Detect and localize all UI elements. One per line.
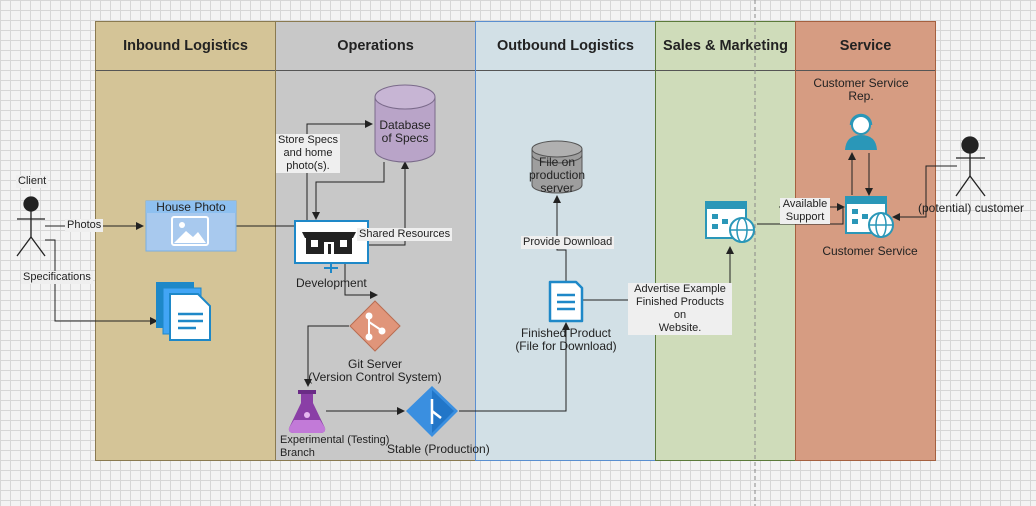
advertise-text: Advertise Example Finished Products on W… bbox=[634, 283, 726, 334]
stable-label: Stable (Production) bbox=[387, 442, 490, 456]
lane-title: Outbound Logistics bbox=[476, 22, 655, 71]
lane-title: Operations bbox=[276, 22, 475, 71]
available-support-text: Available Support bbox=[782, 198, 828, 223]
flask-icon[interactable] bbox=[288, 390, 326, 433]
customer-service-rep-label: Customer Service Rep. bbox=[806, 77, 916, 103]
shared-resources-edge-label: Shared Resources bbox=[357, 228, 453, 241]
edge-git-to-experimental[interactable] bbox=[304, 325, 349, 387]
customer-label: (potential) customer bbox=[918, 201, 1025, 215]
lane-sales-marketing: Sales & Marketing bbox=[655, 21, 796, 461]
development-label: Development bbox=[296, 276, 367, 290]
customer-actor-icon[interactable] bbox=[955, 136, 986, 197]
edge-store-specs[interactable] bbox=[306, 120, 373, 222]
finished-product-label: Finished Product (File for Download) bbox=[506, 327, 626, 353]
git-server-label: Git Server (Version Control System) bbox=[302, 358, 448, 384]
documents-icon[interactable] bbox=[156, 282, 211, 341]
customer-service-icon[interactable] bbox=[845, 196, 894, 238]
website-icon[interactable] bbox=[705, 201, 755, 243]
available-support-edge-label: Available Support bbox=[780, 198, 830, 224]
file-server-label: File on production server bbox=[528, 155, 586, 195]
development-node[interactable] bbox=[294, 220, 369, 273]
storefront-icon bbox=[302, 232, 356, 254]
edge-provide-download[interactable] bbox=[553, 195, 567, 281]
edge-website-to-service[interactable] bbox=[757, 208, 844, 225]
specifications-edge-label: Specifications bbox=[21, 271, 93, 284]
git-server-text: Git Server (Version Control System) bbox=[308, 357, 442, 384]
image-icon bbox=[171, 216, 209, 246]
database-cylinder[interactable] bbox=[374, 84, 436, 163]
customer-service-label: Customer Service bbox=[822, 244, 918, 258]
lane-title: Inbound Logistics bbox=[96, 22, 275, 71]
edge-db-to-development[interactable] bbox=[312, 162, 385, 220]
connectors bbox=[45, 120, 957, 415]
provide-download-edge-label: Provide Download bbox=[521, 236, 615, 249]
lane-service: Service bbox=[795, 21, 936, 461]
document-icon[interactable] bbox=[548, 280, 584, 323]
house-photo-node[interactable] bbox=[145, 200, 237, 252]
edge-customer-to-service[interactable] bbox=[892, 165, 957, 221]
experimental-text: Experimental (Testing) Branch bbox=[280, 434, 390, 459]
house-photo-label: House Photo bbox=[156, 200, 226, 214]
store-specs-edge-label: Store Specs and home photo(s). bbox=[276, 134, 340, 173]
finished-product-text: Finished Product (File for Download) bbox=[515, 326, 617, 353]
edge-shared-resources[interactable] bbox=[368, 161, 409, 246]
photos-edge-label: Photos bbox=[65, 219, 104, 232]
client-label: Client bbox=[16, 175, 49, 188]
support-agent-icon[interactable] bbox=[845, 113, 877, 150]
edge-development-to-git[interactable] bbox=[344, 264, 378, 299]
experimental-label: Experimental (Testing) Branch bbox=[280, 434, 389, 460]
lane-title: Sales & Marketing bbox=[656, 22, 795, 71]
lane-title: Service bbox=[796, 22, 935, 71]
database-label: Database of Specs bbox=[379, 118, 431, 145]
store-specs-text: Store Specs and home photo(s). bbox=[278, 134, 338, 172]
client-actor-icon[interactable] bbox=[16, 196, 46, 257]
stable-branch-icon[interactable] bbox=[406, 386, 458, 437]
advertise-edge-label: Advertise Example Finished Products on W… bbox=[628, 283, 732, 335]
git-icon[interactable] bbox=[349, 300, 401, 352]
file-server-cylinder[interactable] bbox=[531, 140, 583, 194]
customer-service-rep-text: Customer Service Rep. bbox=[813, 76, 909, 103]
edge-stable-to-finished[interactable] bbox=[459, 322, 570, 412]
